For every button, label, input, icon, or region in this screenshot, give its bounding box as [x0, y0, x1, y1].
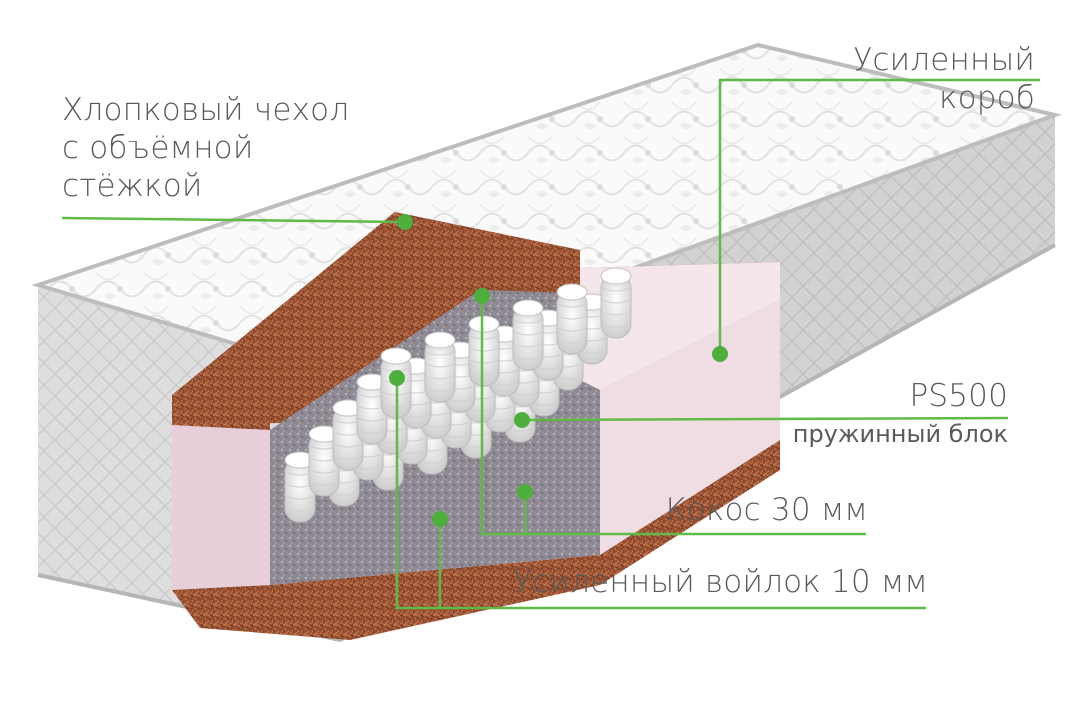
cover-label: Хлопковый чехол с объёмной стёжкой	[62, 92, 349, 205]
leader-cover	[61, 216, 406, 224]
felt-label: Усиленный войлок 10 мм	[513, 564, 928, 600]
leader-lines	[61, 78, 1040, 610]
leader-felt	[395, 378, 926, 610]
pocket-spring-block	[284, 267, 632, 523]
spring-coil	[424, 331, 456, 403]
leader-spring	[521, 416, 1009, 422]
spring-label-subtitle: пружинный блок	[792, 419, 1008, 448]
box-label-line2: короб	[939, 79, 1035, 116]
box-label-line1: Усиленный	[853, 42, 1035, 78]
dot-coconut-top	[474, 288, 490, 304]
spring-coil	[512, 299, 544, 371]
cover-label-line1: Хлопковый чехол	[62, 92, 350, 128]
spring-coil	[600, 267, 632, 339]
leader-dots	[389, 214, 728, 527]
coconut-label: Кокос 30 мм	[665, 492, 868, 528]
box-label: Усиленный короб	[853, 42, 1035, 118]
dot-cover	[397, 214, 413, 230]
dot-felt-top	[389, 370, 405, 386]
spring-label-title: PS500	[909, 378, 1008, 414]
dot-spring	[514, 412, 530, 428]
dot-box	[712, 346, 728, 362]
spring-coil	[356, 373, 388, 445]
spring-coil	[332, 399, 364, 471]
dot-felt-bottom	[432, 511, 448, 527]
spring-coil	[556, 283, 588, 355]
leader-box	[718, 78, 1040, 354]
dot-coconut-bottom	[517, 484, 533, 500]
cover-label-line3: стёжкой	[62, 167, 203, 204]
cover-label-line2: с объёмной	[62, 129, 254, 166]
spring-label: PS500 пружинный блок	[793, 378, 1008, 449]
spring-coil	[308, 425, 340, 497]
spring-coil	[468, 315, 500, 387]
